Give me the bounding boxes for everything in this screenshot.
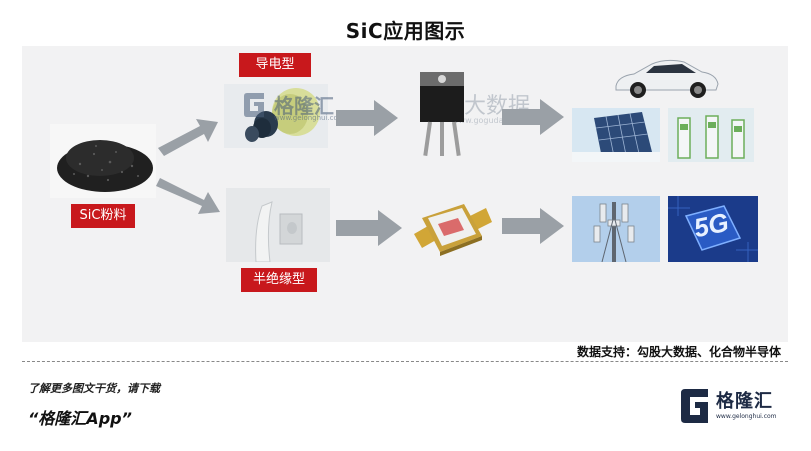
arrow-to-ev-solar (502, 99, 564, 135)
logo-url: www.gelonghui.com (716, 413, 777, 420)
gelonghui-logo-icon (681, 389, 708, 423)
semi-insulating-wafer-image (226, 188, 330, 262)
sic-powder-image (50, 124, 156, 198)
arrow-to-telecom (502, 208, 564, 244)
rf-device-image (408, 196, 496, 262)
download-prompt: 了解更多图文干货，请下载 (28, 382, 160, 395)
arrow-to-conductive (158, 119, 218, 156)
cell-tower-image (572, 196, 660, 262)
arrow-to-semi-insulating (156, 178, 220, 214)
charging-station-image (668, 108, 754, 162)
arrow-to-transistor (336, 100, 398, 136)
semi-insulating-label: 半绝缘型 (241, 268, 317, 292)
arrow-to-rf-device (336, 210, 402, 246)
logo-name: 格隆汇 (716, 391, 773, 412)
conductive-label: 导电型 (239, 53, 311, 77)
gelonghui-logo: 格隆汇 www.gelonghui.com (678, 384, 788, 428)
data-source: 数据支持：勾股大数据、化合物半导体 (576, 345, 781, 359)
electric-car-image (610, 52, 722, 102)
app-name: “格隆汇App” (28, 409, 132, 428)
conductive-wafer-image (224, 84, 328, 148)
power-transistor-image (410, 68, 474, 158)
5g-chip-image: 5G (668, 196, 758, 262)
solar-panel-image (572, 108, 660, 162)
page-title: SiC应用图示 (345, 19, 466, 43)
sic-powder-label: SiC粉料 (71, 204, 135, 228)
footer-divider (22, 361, 788, 362)
